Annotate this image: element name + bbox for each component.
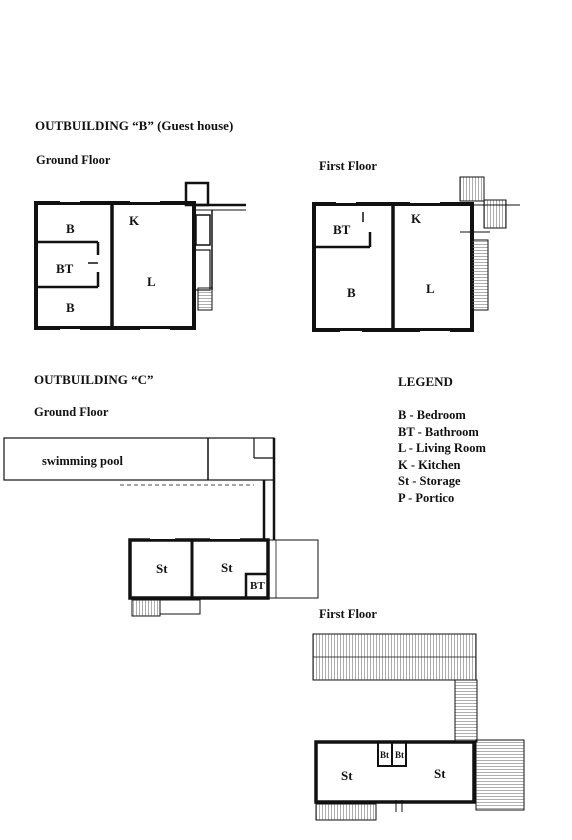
room-label-bathroom: BT [333, 222, 351, 237]
b-ground-floor-plan [34, 181, 246, 331]
c-ground-floor-label: Ground Floor [34, 405, 109, 419]
c-first-floor-plan [312, 633, 525, 821]
legend-item: P - Portico [398, 490, 455, 505]
room-label-bathroom: BT [56, 261, 74, 276]
room-label-bedroom: B [66, 221, 75, 236]
outbuilding-c-heading: OUTBUILDING “C” [34, 372, 154, 387]
legend-heading: LEGEND [398, 374, 453, 389]
legend-item: BT - Bathroom [398, 424, 479, 439]
room-label-storage: St [341, 768, 353, 783]
room-label-bathroom: Bt [395, 750, 404, 760]
room-label-living: L [426, 281, 435, 296]
room-label-bathroom: Bt [380, 750, 389, 760]
room-label-bathroom: BT [250, 580, 265, 592]
room-label-bedroom: B [347, 285, 356, 300]
legend-item: L - Living Room [398, 441, 486, 456]
room-label-kitchen: K [129, 213, 140, 228]
b-first-floor-plan [312, 176, 520, 333]
room-label-kitchen: K [411, 211, 422, 226]
room-label-living: L [147, 274, 156, 289]
room-label-storage: St [434, 766, 446, 781]
b-ground-floor-label: Ground Floor [36, 153, 111, 167]
legend-list: B - Bedroom BT - Bathroom L - Living Roo… [398, 407, 486, 507]
room-label-storage: St [156, 561, 168, 576]
outbuilding-b-heading: OUTBUILDING “B” (Guest house) [35, 118, 234, 133]
room-label-pool: swimming pool [42, 454, 123, 468]
c-ground-floor-plan [3, 437, 319, 617]
room-label-storage: St [221, 560, 233, 575]
legend-item: St - Storage [398, 474, 461, 489]
legend-item: B - Bedroom [398, 408, 466, 422]
legend-item: K - Kitchen [398, 457, 461, 472]
c-first-floor-label: First Floor [319, 607, 377, 621]
room-label-bedroom: B [66, 300, 75, 315]
b-first-floor-label: First Floor [319, 159, 377, 173]
